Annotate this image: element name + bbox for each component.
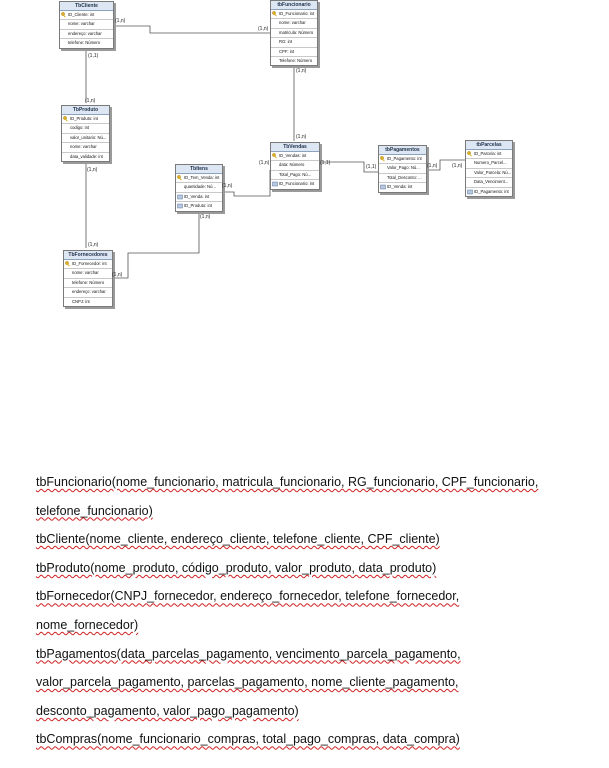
cardinality-label: (1,n) — [259, 160, 270, 166]
primary-key-icon — [177, 175, 182, 181]
field-row: telefone: Número — [68, 40, 101, 46]
cardinality-label: (1,n) — [258, 26, 269, 32]
field-row: ID_Funcionario: int — [271, 180, 319, 188]
field-row: codigo: int — [62, 124, 109, 134]
field-row: Valor_Parcela: Nú... — [466, 169, 512, 179]
text-line: telefone_funcionario) — [36, 503, 153, 518]
field-row: ID_Vendas: int — [271, 152, 319, 162]
primary-key-icon — [272, 153, 277, 159]
field-row: ID_Venda: int — [379, 183, 426, 191]
text-line: nome_fornecedor) — [36, 617, 139, 632]
table-tbcliente[interactable]: TbCliente ID_Cliente: int nome: varchar … — [59, 1, 114, 49]
text-line: tbCompras(nome_funcionario_compras, tota… — [36, 732, 460, 747]
field-row: valor_unitario: Nú... — [62, 134, 109, 144]
field-row: nome: varchar — [62, 143, 109, 153]
cardinality-label: (1,n) — [200, 214, 211, 220]
primary-key-icon — [467, 151, 472, 157]
field-row: ID_Pagamento: int — [379, 155, 426, 165]
foreign-key-icon — [177, 203, 183, 209]
cardinality-label: (1,n) — [222, 183, 233, 189]
rel-vendas-pagamentos — [318, 161, 378, 173]
cardinality-label: (1,n) — [115, 18, 126, 24]
cardinality-label: (1,n) — [427, 163, 438, 169]
cardinality-label: (1,n) — [87, 167, 98, 173]
foreign-key-icon — [467, 189, 473, 194]
field-row: Valor_Pago: Nú... — [379, 164, 426, 174]
er-diagram: TbCliente ID_Cliente: int nome: varchar … — [59, 0, 513, 307]
cardinality-label: (1,n) — [452, 163, 463, 169]
cardinality-label: (1,n) — [85, 98, 96, 104]
field-row: ID_Funcionario: int — [271, 10, 317, 20]
field-row: ID_Venda: int — [176, 193, 222, 203]
foreign-key-icon — [272, 181, 278, 187]
field-row: ID_Parcela: int — [466, 150, 512, 160]
table-title: TbItens — [176, 165, 222, 174]
text-line: tbFornecedor(CNPJ_fornecedor, endereço_f… — [36, 589, 460, 604]
text-line: tbCliente(nome_cliente, endereço_cliente… — [36, 532, 440, 547]
schema-text-block: tbFuncionario(nome_funcionario, matricul… — [36, 472, 596, 758]
text-line: tbProduto(nome_produto, código_produto, … — [36, 560, 437, 575]
field-row: ID_Cliente: int — [60, 11, 113, 21]
field-row: CPF: int — [271, 48, 317, 57]
table-tbparcelas[interactable]: tbParcelas ID_Parcela: int Numero_Parcel… — [465, 140, 513, 197]
field-row: ID_Produto: int — [62, 115, 109, 125]
field-row: endereço: varchar — [64, 288, 112, 298]
cardinality-label: (1,n) — [88, 242, 99, 248]
cardinality-label: (1,n) — [296, 68, 307, 74]
field-row: telefone: Número — [64, 279, 112, 289]
cardinality-label: (1,1) — [88, 53, 99, 59]
table-title: tbPagamentos — [379, 146, 426, 155]
field-row: CNPJ: int — [72, 298, 90, 304]
cardinality-label: (1,n) — [296, 134, 307, 140]
table-title: TbCliente — [60, 2, 113, 11]
primary-key-icon — [380, 156, 385, 162]
table-title: TbVendas — [271, 143, 319, 152]
cardinality-label: (1,n) — [112, 272, 123, 278]
field-row: matricula: Número — [271, 29, 317, 39]
table-tbvendas[interactable]: TbVendas ID_Vendas: int data: Número Tot… — [270, 142, 320, 190]
table-tbpagamentos[interactable]: tbPagamentos ID_Pagamento: int Valor_Pag… — [378, 145, 427, 193]
field-row: nome: varchar — [64, 269, 112, 279]
field-row: RG: int — [271, 38, 317, 48]
field-row: Numero_Parcel... — [466, 159, 512, 169]
table-title: TbProduto — [62, 106, 109, 115]
table-tbfornecedores[interactable]: TbFornecedores ID_Fornecedor: int nome: … — [63, 250, 113, 307]
field-row: nome: varchar — [60, 20, 113, 30]
field-row: quantidade: Nú... — [176, 183, 222, 193]
field-row: ID_Pagamento: int — [466, 188, 512, 196]
table-tbfuncionario[interactable]: tbFuncionario ID_Funcionario: int nome: … — [270, 0, 318, 67]
cardinality-label: (1,1) — [366, 164, 377, 170]
field-row: Data_Venciment... — [466, 178, 512, 188]
field-row: data_validade: int — [70, 153, 103, 159]
primary-key-icon — [65, 261, 70, 267]
field-row: data: Número — [271, 161, 319, 171]
table-tbproduto[interactable]: TbProduto ID_Produto: int codigo: int va… — [61, 105, 110, 162]
rel-itens-fornecedores — [111, 210, 200, 279]
field-row: nome: varchar — [271, 19, 317, 29]
table-title: tbParcelas — [466, 141, 512, 150]
rel-cliente-funcionario — [112, 25, 270, 34]
text-line: desconto_pagamento, valor_pago_pagamento… — [36, 703, 299, 718]
primary-key-icon — [61, 12, 66, 18]
field-row: Total_Desconto: ... — [379, 174, 426, 184]
cardinality-label: (1,1) — [320, 160, 331, 166]
foreign-key-icon — [380, 184, 386, 190]
primary-key-icon — [63, 116, 68, 122]
field-row: Telefone: Número — [279, 57, 313, 63]
field-row: Total_Pago: Nú... — [271, 171, 319, 181]
text-line: tbPagamentos(data_parcelas_pagamento, ve… — [36, 646, 461, 661]
field-row: ID_Fornecedor: int — [64, 260, 112, 270]
field-row: endereço: varchar — [60, 30, 113, 40]
relationship-lines — [85, 25, 465, 279]
field-row: ID_Tem_Venda: int — [176, 174, 222, 184]
table-tbitens[interactable]: TbItens ID_Tem_Venda: int quantidade: Nú… — [175, 164, 223, 212]
text-line: valor_parcela_pagamento, parcelas_pagame… — [36, 675, 459, 690]
foreign-key-icon — [177, 194, 183, 199]
primary-key-icon — [272, 11, 277, 17]
text-line: tbFuncionario(nome_funcionario, matricul… — [36, 475, 539, 489]
rel-pagamentos-parcelas — [425, 159, 465, 171]
field-row: ID_Produto: int — [176, 202, 222, 210]
table-title: TbFornecedores — [64, 251, 112, 260]
table-title: tbFuncionario — [271, 1, 317, 10]
